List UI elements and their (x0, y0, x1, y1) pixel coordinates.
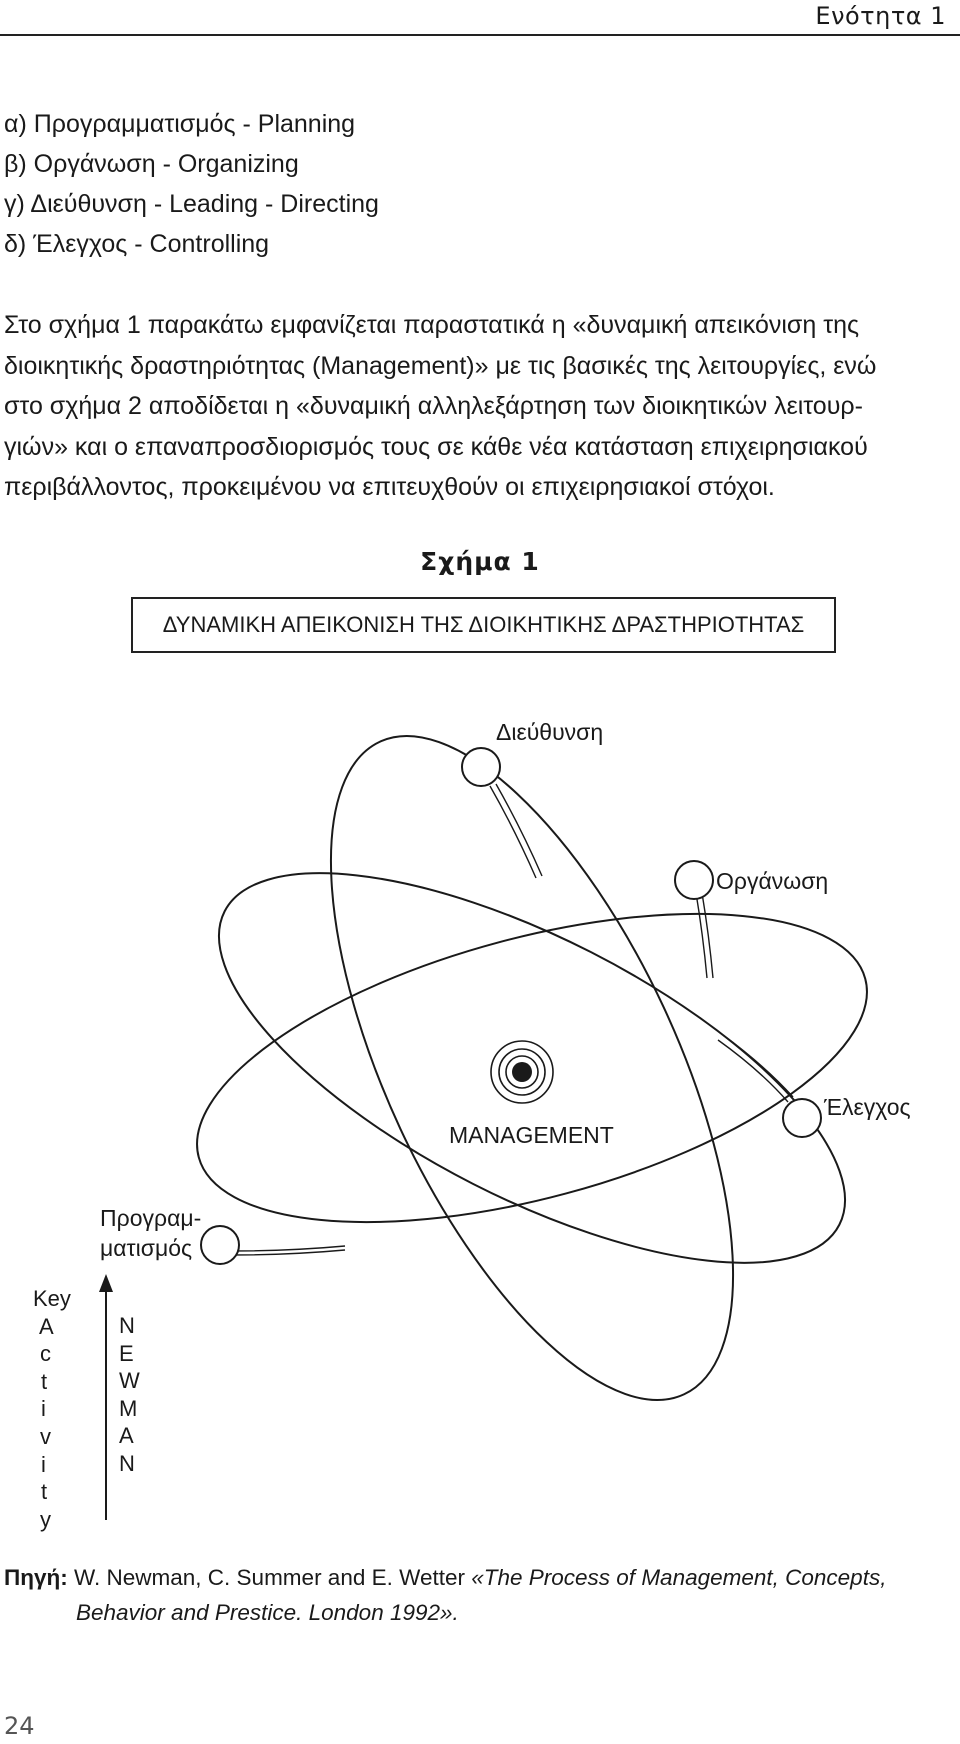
newman-letter: N (119, 1450, 135, 1476)
paragraph-line: Στο σχήμα 1 παρακάτω εμφανίζεται παραστα… (4, 311, 860, 339)
label-organizing: Οργάνωση (716, 868, 829, 894)
functions-list: α) Προγραμματισμός - Planning β) Οργάνωσ… (4, 104, 379, 264)
label-controlling: Έλεγχος (824, 1094, 911, 1120)
motion-trail (229, 1245, 346, 1252)
orbit-ellipse-planning (196, 912, 868, 1224)
key-letter: i (41, 1451, 46, 1477)
newman-letter: A (119, 1423, 134, 1449)
source-citation: Πηγή: W. Newman, C. Summer and E. Wetter… (4, 1560, 956, 1630)
paragraph-line: γιών» και ο επαναπροσδιορισμός τους σε κ… (4, 432, 868, 461)
figure-title: Σχήμα 1 (420, 547, 540, 576)
body-paragraph: Στο σχήμα 1 παρακάτω εμφανίζεται παραστα… (4, 305, 956, 508)
label-planning-line2: ματισμός (100, 1235, 193, 1261)
motion-trail (717, 1039, 789, 1103)
key-letter: y (40, 1506, 51, 1532)
list-item: β) Οργάνωση - Organizing (4, 150, 299, 178)
figure-box-title: ΔΥΝΑΜΙΚΗ ΑΠΕΙΚΟΝΙΣΗ ΤΗΣ ΔΙΟΙΚΗΤΙΚΗΣ ΔΡΑΣ… (162, 612, 805, 637)
figure-box-border (131, 597, 836, 653)
motion-trail (701, 892, 714, 979)
orbit-ellipse-controlling (217, 872, 847, 1264)
newman-letter: W (119, 1368, 140, 1394)
nucleus-ring (498, 1048, 546, 1096)
list-item: δ) Έλεγχος - Controlling (4, 230, 270, 258)
key-activity-text: Key A c t i v i t y (33, 1285, 71, 1533)
motion-trail (229, 1249, 346, 1256)
paragraph-line: περιβάλλοντος, προκειμένου να επιτευχθού… (4, 473, 775, 501)
paragraph-line: στο σχήμα 2 αποδίδεται η «δυναμική αλληλ… (4, 392, 863, 420)
source-title-line1: «The Process of Management, Concepts, (471, 1565, 887, 1590)
header-divider (0, 34, 960, 36)
newman-letter: E (119, 1340, 134, 1366)
activity-arrow-head (99, 1274, 113, 1292)
key-letter: Key (33, 1286, 71, 1311)
nucleus-ring (490, 1040, 554, 1104)
orbit-ellipse-leading (329, 735, 735, 1401)
nucleus-core (512, 1062, 532, 1082)
node-planning (200, 1225, 240, 1265)
page-number: 24 (4, 1712, 35, 1740)
key-letter: t (41, 1368, 48, 1394)
newman-letter: M (119, 1395, 138, 1421)
motion-trail (695, 892, 708, 979)
node-leading (461, 747, 501, 787)
key-letter: t (41, 1479, 48, 1505)
newman-vertical-text: N E W M A N (119, 1312, 140, 1478)
newman-letter: N (119, 1313, 135, 1338)
key-letter: v (40, 1423, 51, 1449)
source-authors: W. Newman, C. Summer and E. Wetter (74, 1565, 465, 1590)
motion-trail (489, 785, 537, 879)
motion-trail (495, 783, 543, 877)
label-leading: Διεύθυνση (496, 719, 604, 745)
label-management: MANAGEMENT (449, 1122, 614, 1148)
list-item: γ) Διεύθυνση - Leading - Directing (4, 190, 379, 218)
atom-diagram (99, 735, 868, 1520)
nucleus-ring (505, 1055, 539, 1089)
node-organizing (674, 860, 714, 900)
paragraph-line: διοικητικής δραστηριότητας (Management)»… (4, 351, 877, 380)
list-item: α) Προγραμματισμός - Planning (4, 110, 356, 138)
source-label: Πηγή: (4, 1565, 68, 1590)
source-title-line2: Behavior and Prestice. London 1992». (76, 1600, 459, 1625)
key-letter: A (39, 1313, 54, 1339)
label-planning: Προγραμ- ματισμός (100, 1203, 201, 1263)
label-planning-line1: Προγραμ- (100, 1205, 202, 1231)
key-letter: c (40, 1341, 51, 1367)
motion-trail (722, 1034, 794, 1098)
node-controlling (782, 1098, 822, 1138)
section-title: Ενότητα 1 (815, 2, 946, 30)
key-letter: i (41, 1396, 46, 1422)
